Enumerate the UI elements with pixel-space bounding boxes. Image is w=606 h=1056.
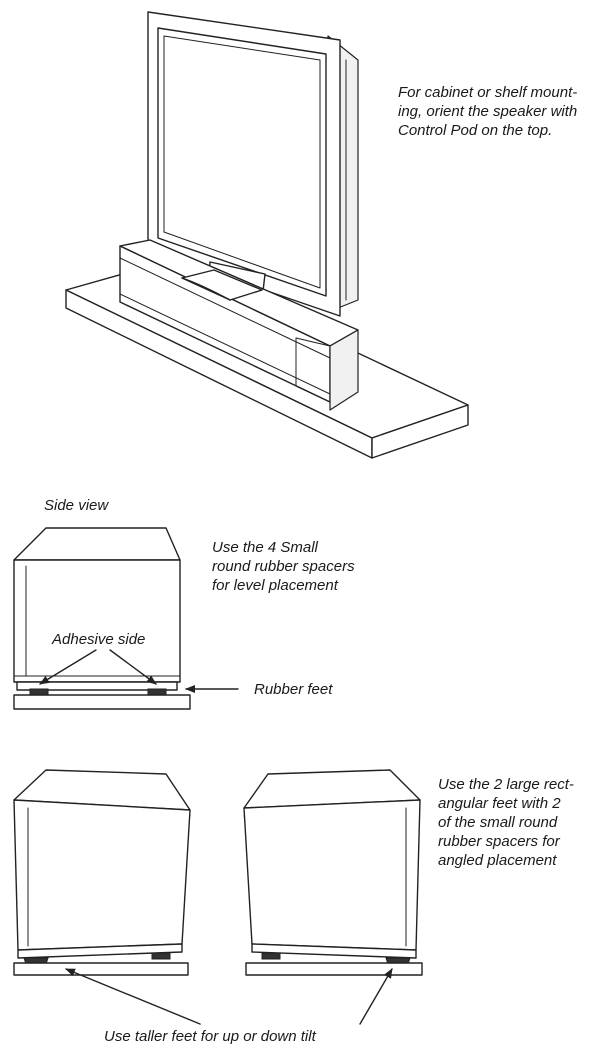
tv-shelf-drawing [65,11,469,459]
side-view-drawing [13,527,239,710]
tv-mounting-note: For cabinet or shelf mount- ing, orient … [398,84,578,139]
angled-placement-note: Use the 2 large rect- angular feet with … [438,776,574,869]
side-view-title: Side view [44,497,109,514]
tilt-label: Use taller feet for up or down tilt [104,1028,316,1045]
adhesive-side-label: Adhesive side [52,631,146,648]
level-placement-note: Use the 4 Small round rubber spacers for… [212,539,355,594]
soundbar [119,239,359,411]
angled-speaker-left [13,769,191,976]
tilt-arrows [65,968,393,1025]
rubber-feet-label: Rubber feet [254,681,333,698]
angled-speaker-right [243,769,423,976]
tv-body [147,11,359,317]
